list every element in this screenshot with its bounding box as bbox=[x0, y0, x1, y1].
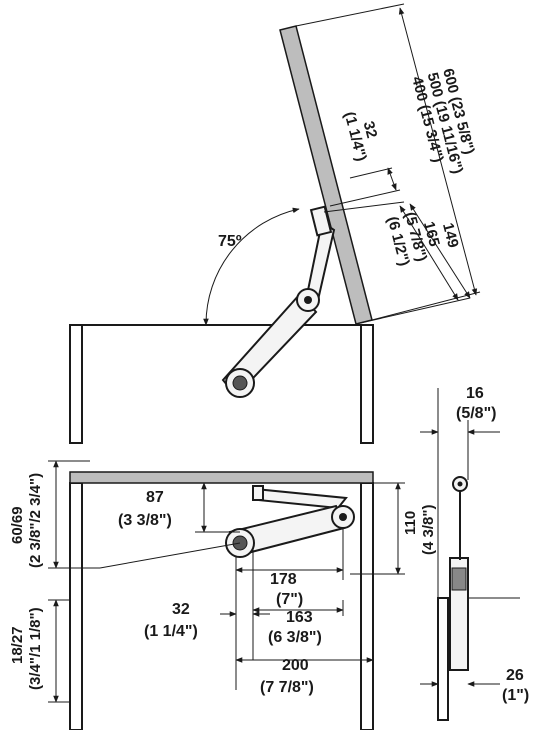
closed-lid-panel bbox=[69, 471, 374, 484]
dist-200-value: 200 bbox=[282, 657, 309, 674]
cabinet-left-wall bbox=[69, 324, 83, 444]
open-stay-arm bbox=[221, 205, 336, 398]
side-depth-value: 26 bbox=[506, 667, 524, 684]
dist-200-imperial: (7 7/8") bbox=[260, 679, 314, 696]
fitting-height-value: 110 bbox=[402, 511, 419, 535]
dist-163-value: 163 bbox=[286, 609, 313, 626]
panel-thickness-label-mm: 60/69 bbox=[9, 506, 26, 544]
mount-height-value: 87 bbox=[146, 489, 164, 506]
mount-span-label-165: 165 bbox=[420, 220, 443, 248]
angle-arc bbox=[203, 207, 300, 326]
dist-178-value: 178 bbox=[270, 571, 297, 588]
open-lid-panel bbox=[279, 25, 373, 325]
cabinet-right-wall bbox=[360, 324, 374, 444]
side-width-value: 16 bbox=[466, 385, 484, 402]
closed-cabinet-right-wall bbox=[360, 482, 374, 730]
closed-lid-view: 60/69 (2 3/8"/2 3/4") 87 (3 3/8") 110 (4… bbox=[9, 460, 437, 730]
closed-stay-arm bbox=[225, 485, 355, 558]
dist-32-imperial: (1 1/4") bbox=[144, 623, 198, 640]
closed-cabinet-left-wall bbox=[69, 482, 83, 730]
side-view: 16 (5/8") 26 (1") bbox=[420, 385, 529, 721]
dist-163-imperial: (6 3/8") bbox=[268, 629, 322, 646]
fitting-height-imperial: (4 3/8") bbox=[420, 505, 437, 555]
side-width-imperial: (5/8") bbox=[456, 405, 496, 422]
open-lid-view: 75º 400 (15 3/4") 500 (19 11/16") 600 (2… bbox=[69, 3, 481, 444]
side-depth-imperial: (1") bbox=[502, 687, 529, 704]
side-thickness-imperial: (3/4"/1 1/8") bbox=[27, 607, 44, 690]
panel-thickness-label-inch: (2 3/8"/2 3/4") bbox=[27, 473, 44, 568]
angle-label: 75º bbox=[218, 233, 242, 250]
dist-32-value: 32 bbox=[172, 601, 190, 618]
mount-height-imperial: (3 3/8") bbox=[118, 512, 172, 529]
top-offset-label-mm: 32 bbox=[360, 120, 381, 140]
dist-178-imperial: (7") bbox=[276, 591, 303, 608]
side-view-panel bbox=[437, 597, 449, 721]
mount-span-label-149: 149 bbox=[439, 221, 462, 249]
side-thickness-value: 18/27 bbox=[9, 626, 26, 664]
